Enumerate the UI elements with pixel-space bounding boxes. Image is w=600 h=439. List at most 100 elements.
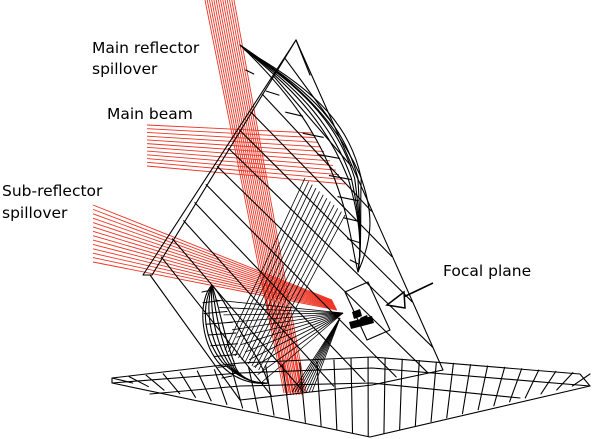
ground-screen-mesh-line (316, 360, 322, 427)
ground-screen-mesh-line (509, 368, 523, 403)
sub-reflector-mesh-line (203, 310, 228, 315)
ground-screen-mesh-line (213, 369, 228, 405)
boom-strut (295, 39, 311, 76)
ground-screen (111, 356, 591, 438)
ground-screen-mesh-line (162, 373, 181, 395)
ground-screen-mesh-line (493, 366, 506, 407)
ground-screen-mesh-line (430, 361, 437, 423)
label-main-reflector-spillover: Main reflector spillover (92, 39, 204, 78)
reflected-ray (231, 184, 313, 355)
focused-ray (257, 312, 344, 375)
main-reflector (239, 44, 371, 273)
main-reflector-mesh-line (346, 238, 361, 244)
ground-screen-mesh-line (571, 373, 591, 387)
ground-screen-mesh-line (461, 364, 472, 415)
boom-strut (284, 57, 332, 121)
main-reflector-mesh-line (245, 69, 255, 75)
sub-spillover-ray (92, 248, 336, 309)
sub-reflector-mesh-line (221, 375, 233, 379)
main-spillover-ray (233, 0, 307, 394)
boom-strut (205, 184, 397, 378)
sub-spillover-ray (92, 217, 334, 303)
ground-screen-mesh-line (477, 365, 489, 411)
focused-ray (236, 312, 344, 338)
reflected-ray (241, 194, 324, 361)
reflected-ray (248, 201, 331, 365)
main-beam-ray (146, 139, 325, 152)
focused-ray (240, 312, 344, 346)
focused-ray (253, 312, 344, 368)
reflected-ray (254, 208, 339, 369)
reflected-ray (258, 211, 342, 371)
ground-screen-mesh-line (350, 358, 354, 434)
focal-plane-assembly (344, 281, 391, 341)
main-beam-ray (146, 143, 328, 157)
ground-screen-mesh-line (265, 365, 275, 416)
ground-screen-mesh-line (196, 370, 212, 402)
focused-ray (219, 307, 344, 314)
lower-ray (291, 317, 341, 393)
main-reflector-mesh-line (349, 259, 359, 265)
ground-screen-mesh-line (333, 359, 338, 431)
focused-ray (244, 312, 344, 353)
ground-screen-mesh-line (383, 357, 386, 435)
sub-spillover-ray (92, 239, 336, 307)
receiver-block-3 (360, 315, 369, 324)
main-reflector-mesh-line (328, 175, 352, 181)
main-reflector-outer-rim (239, 44, 371, 273)
main-beam-ray (146, 124, 313, 134)
main-beam-ray (146, 165, 346, 185)
ground-screen-mesh-line (399, 358, 403, 431)
sub-reflector-mesh-arc (211, 284, 269, 384)
main-beam-ray (146, 128, 316, 139)
ground-screen-mesh-line (111, 377, 134, 384)
focused-ray (232, 312, 344, 331)
reflected-ray (261, 214, 346, 373)
ground-screen-mesh-line (145, 374, 165, 391)
boom-strut (228, 147, 434, 348)
receiver-block-1 (352, 309, 362, 319)
focused-ray (227, 312, 344, 323)
boom-strut (272, 75, 352, 167)
ground-screen-mesh-line (540, 370, 557, 395)
main-beam-ray (146, 161, 343, 180)
main-reflector-mesh-line (285, 111, 304, 117)
reflected-ray (244, 198, 328, 363)
sub-reflector (201, 284, 269, 384)
label-sub-reflector-spillover: Sub-reflector spillover (2, 182, 107, 222)
label-focal-plane: Focal plane (443, 262, 531, 280)
boom-frame-left-edge (142, 39, 297, 276)
main-spillover-ray (217, 0, 295, 394)
main-reflector-mesh-line (265, 90, 280, 96)
sub-spillover-ray (92, 261, 338, 311)
lower-ray (308, 317, 341, 393)
reflected-ray (234, 187, 317, 357)
ground-screen-mesh-line (414, 360, 420, 427)
sub-spillover-ray (92, 235, 335, 306)
reflected-ray (238, 191, 320, 359)
boom-strut (239, 129, 413, 303)
telescope-wireframe (111, 39, 591, 438)
ground-screen-mesh-line (446, 362, 454, 419)
ground-screen-mesh (111, 356, 591, 438)
main-reflector-inner-rim (239, 44, 359, 273)
ground-screen-inner-edge (111, 367, 591, 387)
ground-screen-mesh-line (282, 363, 291, 420)
central-ray (273, 281, 297, 396)
boom-strut (183, 220, 335, 387)
lower-ray (303, 317, 341, 393)
main-spillover-ray (231, 0, 305, 394)
main-spillover-ray (204, 0, 285, 394)
reflected-ray (224, 177, 306, 351)
lower-ray (297, 317, 341, 393)
ground-screen-outer-edge (111, 356, 591, 438)
main-reflector-mesh (244, 49, 362, 273)
main-beam-ray (146, 150, 334, 166)
sub-spillover-ray (92, 244, 336, 308)
ground-screen-mesh-line (524, 369, 540, 399)
sub-spillover-ray (92, 222, 334, 304)
sub-spillover-ray (92, 213, 333, 302)
main-beam-rays (146, 124, 346, 185)
reflected-ray (228, 181, 309, 353)
